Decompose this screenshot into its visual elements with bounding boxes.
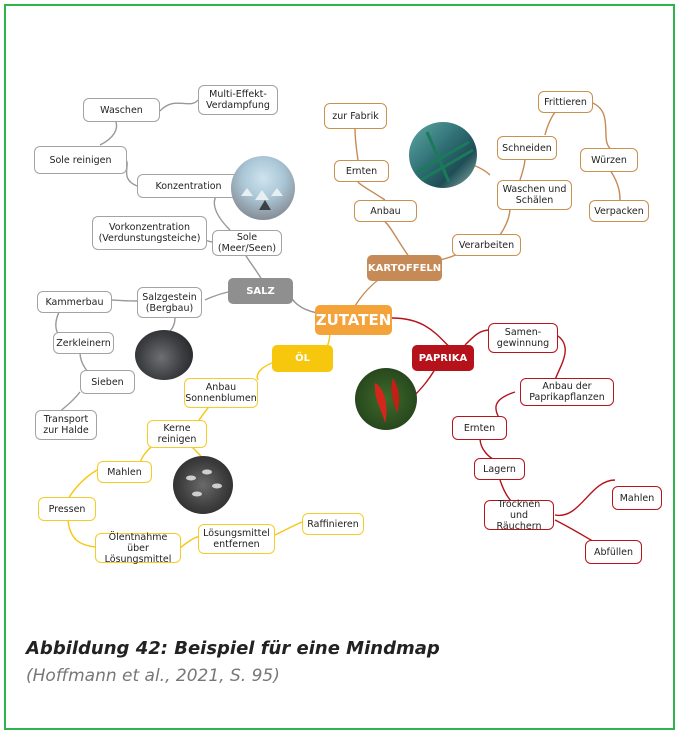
node-abfuellen: Abfüllen (585, 540, 642, 564)
node-pressen: Pressen (38, 497, 96, 521)
node-mahlen-oel: Mahlen (97, 461, 152, 483)
node-kammerbau: Kammerbau (37, 291, 112, 313)
node-ernten-paprika: Ernten (452, 416, 507, 440)
node-kerne-reinigen: Kerne reinigen (147, 420, 207, 448)
paprika-photo (355, 368, 417, 430)
node-transport: Transport zur Halde (35, 410, 97, 440)
node-multi-effekt: Multi-Effekt- Verdampfung (198, 85, 278, 115)
node-wuerzen: Würzen (580, 148, 638, 172)
node-zerkleinern: Zerkleinern (53, 332, 114, 354)
node-waschen-salz: Waschen (83, 98, 160, 122)
node-sieben: Sieben (80, 370, 135, 394)
salt-field-photo (231, 156, 295, 220)
node-konzentration: Konzentration (137, 174, 240, 198)
sunflower-seeds-photo (173, 456, 233, 514)
node-oelentnahme: Ölentnahme über Lösungsmittel (95, 532, 181, 565)
figure-caption: Abbildung 42: Beispiel für eine Mindmap (26, 638, 440, 659)
node-anbau-paprika: Anbau der Paprikapflanzen (520, 378, 614, 406)
node-waschen-schaelen: Waschen und Schälen (497, 180, 572, 210)
salt-mine-photo (135, 330, 193, 380)
node-ernten-kartoffel: Ernten (334, 160, 389, 182)
node-sole: Sole (Meer/Seen) (212, 230, 282, 256)
potato-factory-photo (409, 122, 477, 188)
branch-paprika: PAPRIKA (412, 345, 474, 371)
node-vorkonzentration: Vorkonzentration (Verdunstungsteiche) (92, 216, 207, 250)
figure-source: (Hoffmann et al., 2021, S. 95) (26, 666, 280, 686)
node-trocknen: Trocknen und Räuchern (484, 499, 554, 532)
node-loesungsmittel-entfernen: Lösungsmittel entfernen (198, 524, 275, 554)
node-anbau-kartoffel: Anbau (354, 200, 417, 222)
node-sole-reinigen: Sole reinigen (34, 146, 127, 174)
node-raffinieren: Raffinieren (302, 513, 364, 535)
node-schneiden: Schneiden (497, 136, 557, 160)
branch-kartoffeln: KARTOFFELN (367, 255, 442, 281)
node-lagern: Lagern (474, 458, 525, 480)
branch-oel: ÖL (272, 345, 333, 372)
branch-salz: SALZ (228, 278, 293, 304)
center-node: ZUTATEN (315, 305, 392, 335)
node-samengewinnung: Samen- gewinnung (488, 323, 558, 353)
node-mahlen-paprika: Mahlen (612, 486, 662, 510)
node-anbau-sonnenblumen: Anbau Sonnenblumen (184, 378, 258, 408)
node-frittieren: Frittieren (538, 91, 593, 113)
node-zur-fabrik: zur Fabrik (324, 103, 387, 129)
node-verarbeiten: Verarbeiten (452, 234, 521, 256)
node-verpacken: Verpacken (589, 200, 649, 222)
node-salzgestein: Salzgestein (Bergbau) (137, 287, 202, 318)
